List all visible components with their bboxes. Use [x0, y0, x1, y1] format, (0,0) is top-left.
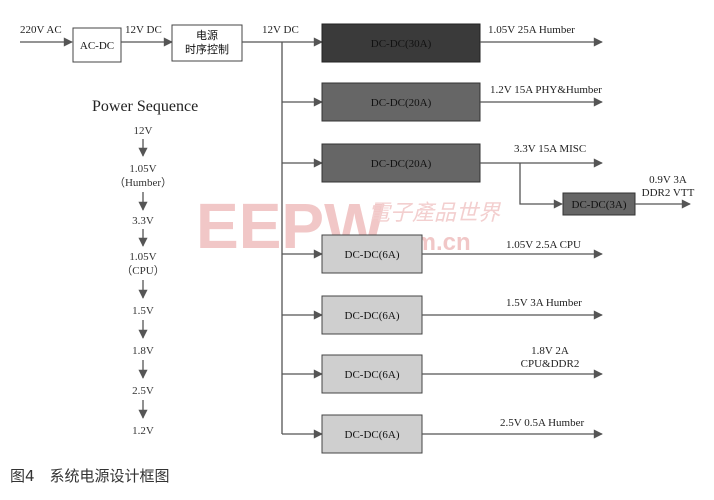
sequence-step-note: （CPU）	[121, 264, 164, 277]
input-label: 220V AC	[20, 24, 62, 36]
converter-3-label: DC-DC(20A)	[371, 158, 432, 170]
converter-3-output-label: 3.3V 15A MISC	[514, 143, 586, 155]
converter-5-label: DC-DC(6A)	[345, 310, 400, 322]
sequence-step: 1.05V	[129, 163, 156, 175]
acdc-label: AC-DC	[80, 40, 114, 52]
converter-4-output-label: 1.05V 2.5A CPU	[506, 239, 581, 251]
converter-6: DC-DC(6A) 1.8V 2A CPU&DDR2	[282, 345, 603, 394]
sequencer-line2: 时序控制	[185, 42, 229, 56]
converter-3: DC-DC(20A) 3.3V 15A MISC	[282, 143, 603, 209]
converter-1-output-label: 1.05V 25A Humber	[488, 24, 575, 36]
figure-caption: 图4 系统电源设计框图	[10, 467, 170, 485]
converter-4-box	[321, 234, 423, 274]
sequencer-line1: 电源	[196, 28, 218, 42]
sequence-step: 3.3V	[132, 215, 154, 227]
sequence-step: 12V	[134, 125, 153, 137]
sub-converter: DC-DC(3A) 0.9V 3A DDR2 VTT	[562, 174, 695, 216]
converter-4-label: DC-DC(6A)	[345, 249, 400, 261]
converter-1: DC-DC(30A) 1.05V 25A Humber	[282, 23, 603, 63]
acdc-output-label: 12V DC	[125, 24, 162, 36]
converter-2-box	[321, 82, 481, 122]
sequence-step: 1.8V	[132, 345, 154, 357]
sequencer-box	[171, 24, 243, 62]
converter-3-branch-arrow	[519, 163, 563, 209]
sequence-step: 1.05V	[129, 251, 156, 263]
converter-5: DC-DC(6A) 1.5V 3A Humber	[282, 295, 603, 335]
converter-1-box	[321, 23, 481, 63]
power-sequence-title: Power Sequence	[92, 98, 198, 115]
converter-7: DC-DC(6A) 2.5V 0.5A Humber	[282, 414, 603, 454]
converter-5-box	[321, 295, 423, 335]
converter-1-label: DC-DC(30A)	[371, 38, 432, 50]
sub-converter-label: DC-DC(3A)	[572, 199, 627, 211]
converter-6-output-line1: 1.8V 2A	[531, 345, 569, 357]
converter-2: DC-DC(20A) 1.2V 15A PHY&Humber	[282, 82, 603, 122]
sub-converter-output-line1: 0.9V 3A	[649, 174, 687, 186]
sub-converter-output-line2: DDR2 VTT	[642, 187, 695, 199]
converter-4: DC-DC(6A) 1.05V 2.5A CPU	[282, 234, 603, 274]
sequence-step: 1.5V	[132, 305, 154, 317]
converter-5-output-label: 1.5V 3A Humber	[506, 297, 582, 309]
watermark-cjk: 電子產品世界	[368, 201, 502, 226]
sequence-step: 1.2V	[132, 425, 154, 437]
sequencer-output-label: 12V DC	[262, 24, 299, 36]
power-sequence: Power Sequence 12V 1.05V （Humber） 3.3V 1…	[92, 98, 198, 437]
sequence-step-note: （Humber）	[114, 176, 172, 189]
acdc-box	[72, 27, 122, 63]
converter-2-output-label: 1.2V 15A PHY&Humber	[490, 84, 602, 96]
converter-6-box	[321, 354, 423, 394]
sequence-step: 2.5V	[132, 385, 154, 397]
converter-6-output-line2: CPU&DDR2	[521, 358, 580, 370]
watermark: EEPW .com.cn 電子產品世界	[196, 190, 502, 262]
converter-2-label: DC-DC(20A)	[371, 97, 432, 109]
converter-7-box	[321, 414, 423, 454]
converter-7-label: DC-DC(6A)	[345, 429, 400, 441]
converter-6-label: DC-DC(6A)	[345, 369, 400, 381]
converter-7-output-label: 2.5V 0.5A Humber	[500, 417, 584, 429]
